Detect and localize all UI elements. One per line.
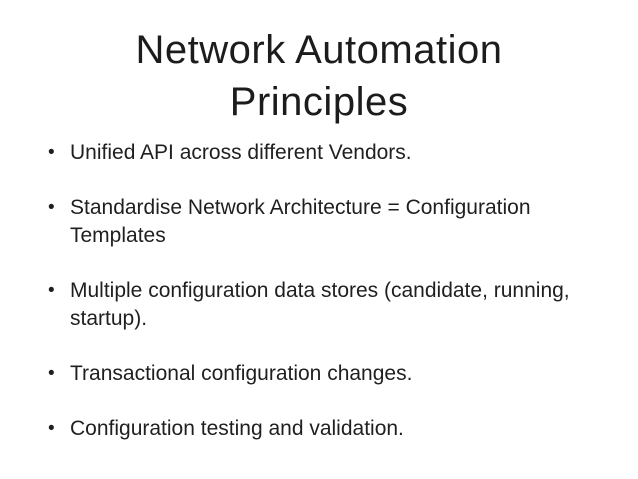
bullet-text: Multiple configuration data stores (cand… <box>70 279 570 330</box>
list-item: • Multiple configuration data stores (ca… <box>48 277 578 333</box>
list-item: • Transactional configuration changes. <box>48 360 578 388</box>
bullet-icon: • <box>48 418 55 439</box>
slide-title: Network Automation Principles <box>0 0 638 128</box>
bullet-list: • Unified API across different Vendors. … <box>48 139 588 443</box>
bullet-icon: • <box>48 280 55 301</box>
list-item: • Standardise Network Architecture = Con… <box>48 194 578 250</box>
bullet-text: Unified API across different Vendors. <box>70 141 412 164</box>
bullet-text: Configuration testing and validation. <box>70 417 404 440</box>
list-item: • Configuration testing and validation. <box>48 415 578 443</box>
bullet-text: Standardise Network Architecture = Confi… <box>70 196 531 247</box>
bullet-icon: • <box>48 363 55 384</box>
slide-title-line-2: Principles <box>229 80 409 124</box>
bullet-text: Transactional configuration changes. <box>70 362 413 385</box>
bullet-icon: • <box>48 197 55 218</box>
bullet-icon: • <box>48 142 55 163</box>
slide-title-line-1: Network Automation <box>135 28 503 72</box>
list-item: • Unified API across different Vendors. <box>48 139 578 167</box>
